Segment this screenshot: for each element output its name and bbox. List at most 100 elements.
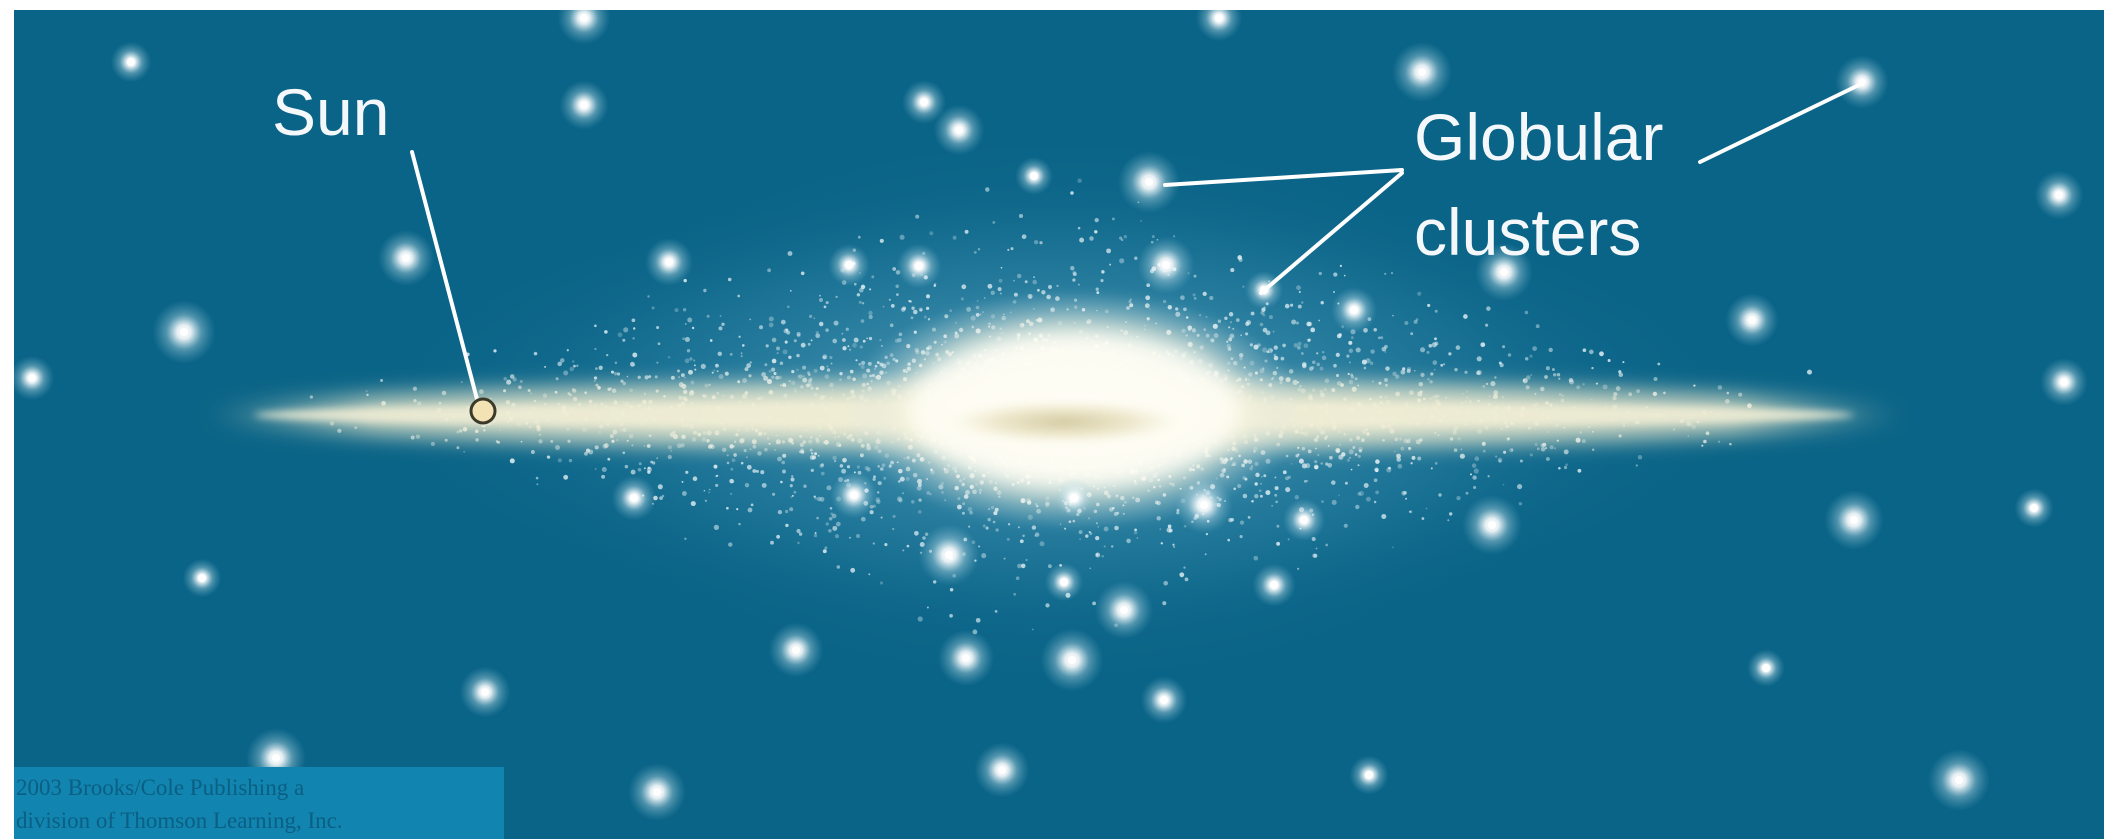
star-speck [814, 452, 818, 456]
galaxy-scene: Sun Globular clusters 2003 Brooks/Cole P… [14, 10, 2104, 839]
star-speck [546, 455, 551, 459]
globular-clusters-label-line1: Globular [1414, 100, 1663, 174]
star-speck [1522, 379, 1526, 382]
star-speck [1048, 285, 1052, 289]
star-speck [1348, 379, 1354, 385]
star-speck [1384, 351, 1387, 353]
star-speck [1276, 524, 1280, 528]
star-speck [1272, 330, 1275, 333]
star-speck [638, 462, 642, 466]
star-speck [919, 308, 923, 312]
star-speck [813, 317, 816, 320]
star-speck [1134, 528, 1137, 532]
star-speck [833, 320, 839, 326]
star-speck [832, 338, 838, 344]
globular-cluster-core [2060, 378, 2068, 386]
star-speck [1455, 345, 1461, 350]
star-speck [866, 337, 868, 340]
star-speck [1119, 258, 1125, 264]
star-speck [1039, 241, 1043, 245]
star-speck [1607, 359, 1611, 362]
star-speck [607, 457, 611, 461]
star-speck [1427, 377, 1430, 381]
star-speck [721, 322, 725, 326]
star-speck [775, 375, 780, 380]
star-speck [796, 528, 801, 534]
star-speck [898, 498, 903, 503]
star-speck [741, 344, 745, 347]
star-speck [1239, 520, 1245, 525]
star-speck [657, 484, 663, 490]
star-speck [815, 330, 819, 335]
globular-cluster-core [962, 654, 970, 662]
star-speck [1094, 217, 1099, 223]
star-speck [1321, 500, 1324, 503]
star-speck [1119, 236, 1123, 240]
star-speck [1703, 439, 1707, 444]
star-speck [535, 476, 539, 480]
star-speck [774, 449, 776, 451]
star-speck [1497, 457, 1503, 463]
star-speck [708, 488, 711, 491]
star-speck [809, 377, 813, 381]
star-speck [601, 474, 606, 479]
star-speck [786, 305, 790, 309]
star-speck [777, 509, 783, 515]
star-speck [744, 483, 750, 488]
star-speck [644, 375, 649, 380]
star-speck [1282, 343, 1286, 348]
star-speck [519, 380, 523, 383]
star-speck [622, 338, 626, 342]
star-speck [1123, 235, 1128, 239]
star-speck [1092, 601, 1097, 606]
star-speck [1089, 567, 1092, 570]
star-speck [796, 332, 801, 337]
star-speck [650, 460, 653, 464]
star-speck [1434, 337, 1437, 341]
star-speck [862, 339, 866, 343]
star-speck [1320, 301, 1324, 305]
star-speck [1529, 354, 1533, 358]
star-speck [1259, 322, 1264, 327]
star-speck [1348, 348, 1354, 353]
star-speck [1474, 456, 1480, 462]
star-speck [677, 369, 680, 373]
star-speck [888, 298, 891, 301]
star-speck [1070, 266, 1075, 271]
star-speck [1077, 178, 1082, 183]
star-speck [768, 369, 772, 373]
star-speck [800, 271, 805, 276]
star-speck [412, 386, 418, 391]
globular-cluster-core [1748, 316, 1756, 324]
star-speck [913, 309, 918, 315]
sun-label: Sun [272, 75, 389, 149]
star-speck [1193, 297, 1197, 300]
star-speck [1338, 454, 1344, 460]
star-speck [686, 349, 691, 353]
star-speck [670, 449, 673, 452]
star-speck [1469, 473, 1473, 476]
star-speck [1338, 494, 1340, 497]
star-speck [1430, 467, 1433, 470]
star-speck [826, 485, 832, 491]
star-speck [1034, 535, 1037, 537]
star-speck [1373, 500, 1377, 504]
star-speck [831, 513, 837, 519]
star-speck [1482, 449, 1486, 453]
star-speck [1565, 463, 1568, 467]
star-speck [807, 379, 812, 384]
star-speck [1224, 316, 1228, 320]
star-speck [809, 455, 815, 461]
star-speck [1319, 366, 1324, 371]
star-speck [1440, 363, 1444, 367]
star-speck [749, 448, 752, 450]
star-speck [1465, 491, 1469, 495]
star-speck [647, 470, 651, 474]
star-speck [1322, 350, 1325, 354]
star-speck [770, 540, 774, 545]
star-speck [1428, 344, 1433, 348]
star-speck [785, 328, 789, 332]
star-speck [842, 457, 847, 463]
star-speck [1022, 534, 1025, 537]
star-speck [555, 445, 560, 450]
